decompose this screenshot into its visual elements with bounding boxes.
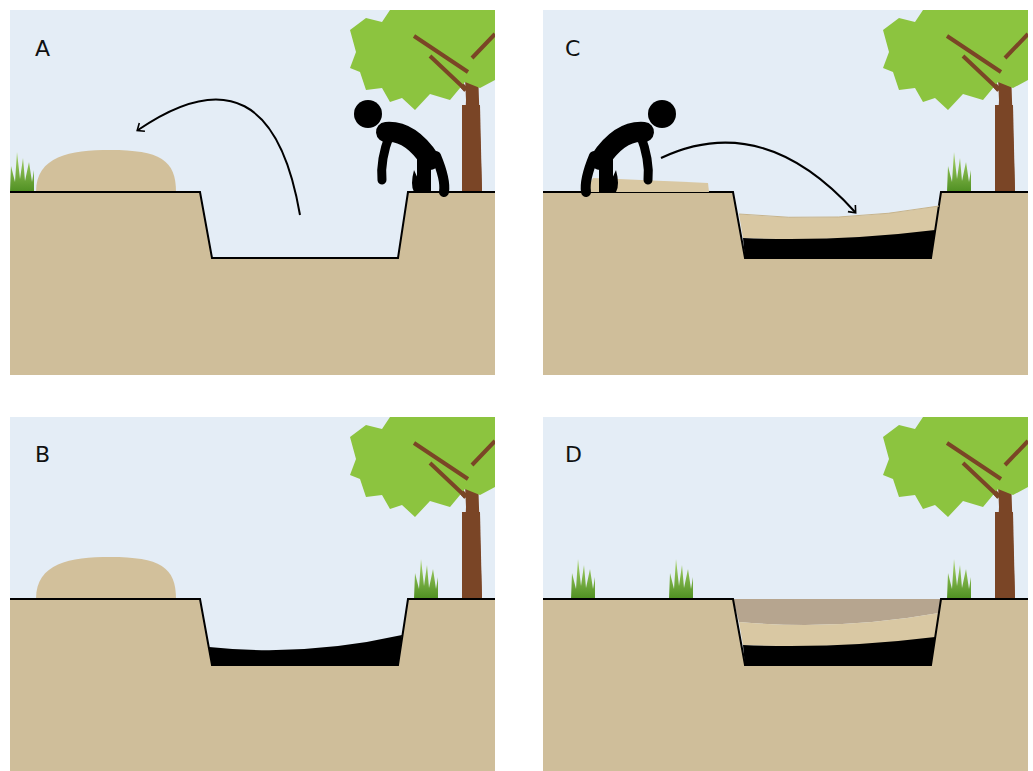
panel-letter: D <box>565 444 582 466</box>
panel-letter: C <box>565 38 580 60</box>
panel-letter: B <box>35 444 50 466</box>
panel-letter: A <box>35 38 50 60</box>
